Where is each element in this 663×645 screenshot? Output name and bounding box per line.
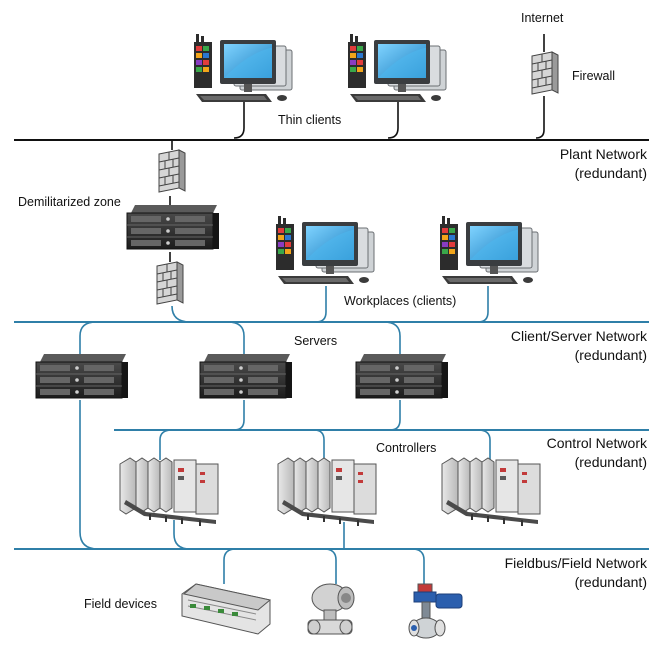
internet-label: Internet xyxy=(521,11,564,25)
dmz-server xyxy=(126,204,220,250)
dmz-label: Demilitarized zone xyxy=(18,195,121,209)
controllers-label: Controllers xyxy=(376,441,436,455)
workplace-workstation-1 xyxy=(275,215,375,285)
server-3 xyxy=(355,353,449,399)
plant-network-title: Plant Network xyxy=(560,146,648,162)
firewall-icon xyxy=(531,51,559,95)
control-valve-field-device xyxy=(408,583,463,639)
fieldbus-network-title: Fieldbus/Field Network xyxy=(505,555,648,571)
servers-label: Servers xyxy=(294,334,337,348)
control-network-subtitle: (redundant) xyxy=(575,454,647,470)
thin-client-workstation-2 xyxy=(347,33,447,103)
server-1 xyxy=(35,353,129,399)
server-2 xyxy=(199,353,293,399)
controller-rack-1 xyxy=(119,457,219,527)
dmz-firewall-top-icon xyxy=(158,149,186,193)
dmz-firewall-bottom-icon xyxy=(156,261,184,305)
pressure-transmitter-field-device xyxy=(307,583,355,635)
thin-clients-label: Thin clients xyxy=(278,113,341,127)
connector-lines xyxy=(79,34,545,584)
controller-rack-2 xyxy=(277,457,377,527)
firewall-label: Firewall xyxy=(572,69,615,83)
plant-network-subtitle: (redundant) xyxy=(575,165,647,181)
io-module-field-device xyxy=(181,583,272,635)
workplaces-label: Workplaces (clients) xyxy=(344,294,456,308)
thin-client-workstation-1 xyxy=(193,33,293,103)
control-network-title: Control Network xyxy=(547,435,648,451)
client-server-network-subtitle: (redundant) xyxy=(575,347,647,363)
workplace-workstation-2 xyxy=(439,215,539,285)
controller-rack-3 xyxy=(441,457,541,527)
client-server-network-title: Client/Server Network xyxy=(511,328,648,344)
field-devices-label: Field devices xyxy=(84,597,157,611)
fieldbus-network-subtitle: (redundant) xyxy=(575,574,647,590)
